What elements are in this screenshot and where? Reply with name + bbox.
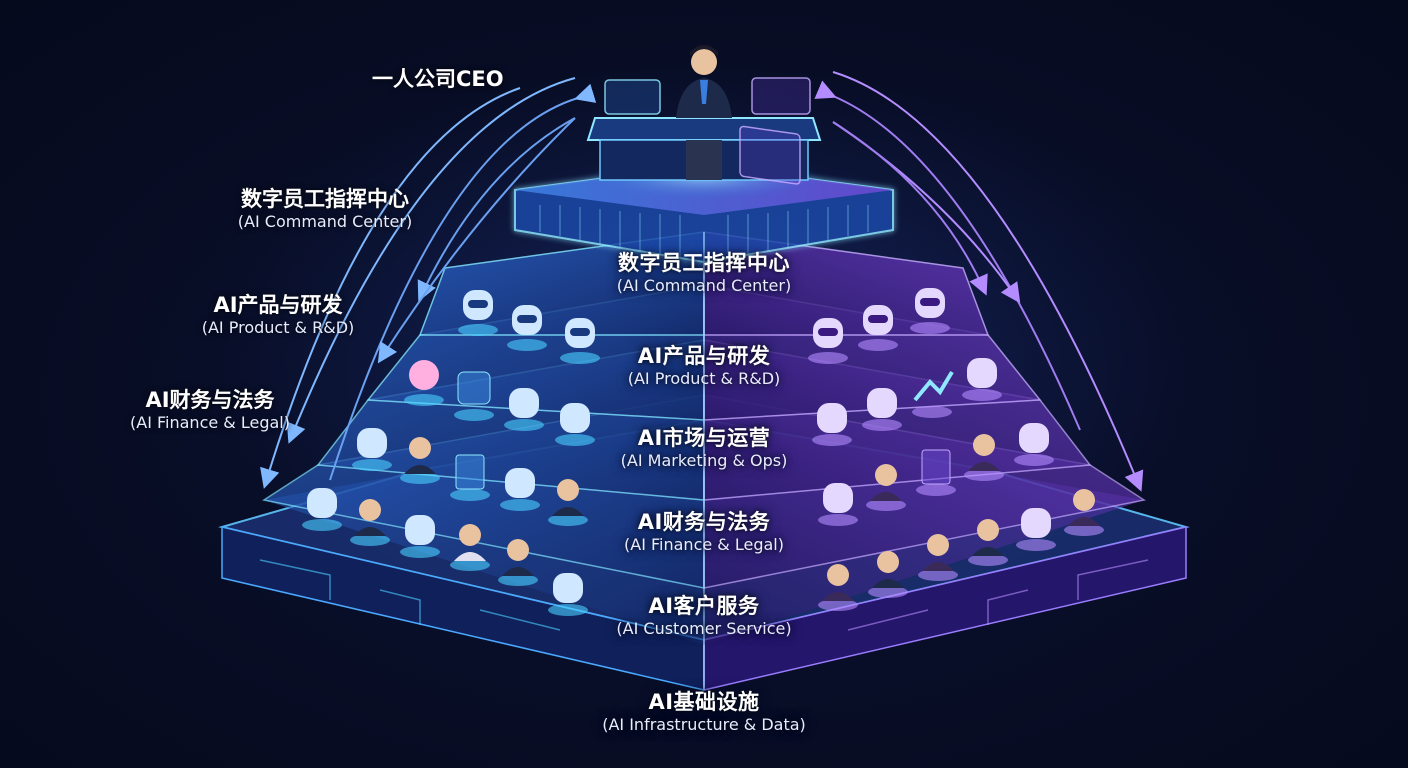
- side-label-finance-legal: AI财务与法务 (AI Finance & Legal): [130, 388, 290, 432]
- agent-avatar-icon: [964, 434, 1004, 481]
- agent-avatar-icon: [350, 499, 390, 546]
- tier-label-customer-service: AI客户服务 (AI Customer Service): [616, 594, 792, 638]
- robot-icon: [962, 358, 1002, 401]
- tier-label-command-center: 数字员工指挥中心 (AI Command Center): [616, 251, 792, 295]
- robot-icon: [507, 305, 547, 351]
- agent-avatar-icon: [400, 437, 440, 484]
- tier-label-finance-legal: AI财务与法务 (AI Finance & Legal): [624, 510, 784, 554]
- robot-icon: [910, 288, 950, 334]
- ceo-figure-icon: [676, 45, 732, 180]
- robot-icon: [504, 388, 544, 431]
- robot-icon: [858, 305, 898, 351]
- robot-icon: [302, 488, 342, 531]
- agent-pods: [302, 288, 1104, 616]
- robot-icon: [818, 483, 858, 526]
- robot-icon: [458, 290, 498, 336]
- robot-icon: [400, 515, 440, 558]
- flow-arrows: [260, 71, 1144, 492]
- document-icon: [916, 449, 956, 496]
- robot-icon: [500, 468, 540, 511]
- agent-avatar-icon: [548, 479, 588, 526]
- agent-avatar-icon: [450, 524, 490, 571]
- side-label-product-rd: AI产品与研发 (AI Product & R&D): [201, 293, 355, 337]
- agent-avatar-icon: [868, 551, 908, 598]
- tier-label-marketing-ops: AI市场与运营 (AI Marketing & Ops): [620, 426, 788, 470]
- agent-avatar-icon: [498, 539, 538, 586]
- robot-icon: [1016, 508, 1056, 551]
- headset-icon: [818, 564, 858, 611]
- robot-icon: [555, 403, 595, 446]
- robot-icon: [404, 360, 444, 406]
- robot-icon: [808, 318, 848, 364]
- chart-icon: [912, 370, 954, 418]
- tier-label-product-rd: AI产品与研发 (AI Product & R&D): [627, 344, 781, 388]
- robot-icon: [1014, 423, 1054, 466]
- robot-icon: [352, 428, 392, 471]
- agent-avatar-icon: [968, 519, 1008, 566]
- robot-icon: [862, 388, 902, 431]
- headset-icon: [918, 534, 958, 581]
- ceo-desk: [584, 45, 824, 200]
- pyramid-faces: [262, 163, 1146, 690]
- agent-avatar-icon: [866, 464, 906, 511]
- document-icon: [450, 454, 490, 501]
- tier-label-infrastructure: AI基础设施 (AI Infrastructure & Data): [602, 690, 806, 734]
- robot-icon: [548, 573, 588, 616]
- side-label-command-center: 数字员工指挥中心 (AI Command Center): [237, 187, 413, 231]
- hologram-screen-icon: [604, 77, 811, 185]
- headset-icon: [1064, 489, 1104, 536]
- robot-icon: [560, 318, 600, 364]
- ceo-label: 一人公司CEO: [372, 67, 504, 91]
- robot-icon: [812, 403, 852, 446]
- chart-icon: [454, 371, 494, 421]
